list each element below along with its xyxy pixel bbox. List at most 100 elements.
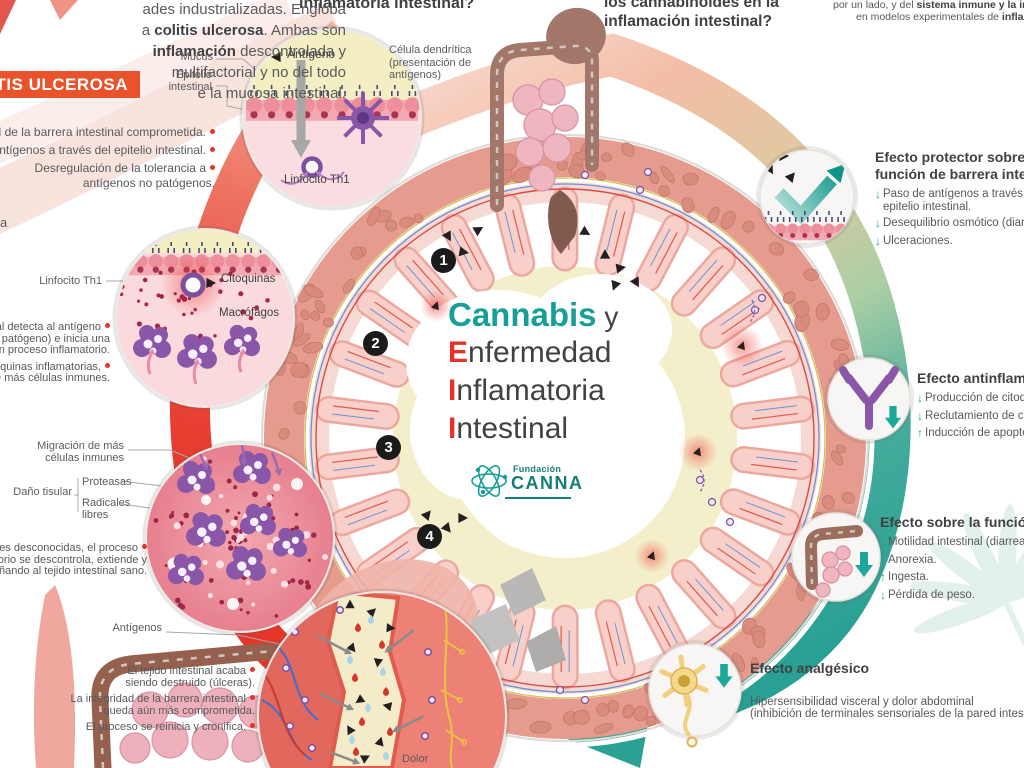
effect-item-text: Reclutamiento de células [925, 410, 1024, 423]
intestine-illustration-top-icon [490, 7, 606, 254]
title-line: Efecto analgésico [750, 660, 870, 676]
logo-fundacion-text: Fundación [513, 464, 562, 474]
title-line1: Cannabis y [448, 296, 618, 334]
arrow-down-icon: ↓ [750, 681, 756, 695]
effect-item: ↑Ingesta. [880, 571, 1024, 585]
bullet-line: un proceso inflamatorio. [0, 344, 110, 357]
text-line: en modelos experimentales de inflama [856, 11, 1024, 23]
effect-circle-gastro-icon [788, 509, 884, 605]
epitelio-label: Epitelio intestinal [169, 69, 212, 93]
effect-item-line: Paso de antígenos a través del [883, 188, 1024, 200]
dano-tisular-label: Daño tisular [13, 486, 72, 498]
title-line4: Intestinal [448, 410, 618, 448]
effect-gastrointestinal-title: Efecto sobre la función gastrointestinal [880, 514, 1024, 531]
bullet-text: El tejido intestinal acaba [127, 665, 246, 677]
pink-tissue-shape [33, 585, 76, 768]
title-i1-rest: nflamatoria [456, 374, 605, 407]
bullet-text: Desregulación de la tolerancia a [34, 161, 206, 175]
step-badge-1: 1 [431, 248, 456, 273]
effect-item-line: (inhibición de terminales sensoriales de… [750, 708, 1024, 720]
effect-item-line: Producción de citoquinas [925, 392, 1024, 404]
bullet-text: Entrada de antígenos a través del epitel… [0, 143, 206, 157]
arrow-down-icon: ↓ [880, 552, 886, 567]
text-line: a colitis ulcerosa. Ambas son [142, 20, 346, 41]
linfocito-th1-left-label: Linfocito Th1 [39, 275, 102, 287]
bullet-text: matorio se descontrola, extiende y [0, 553, 147, 566]
question-center: inflamatoria intestinal? [299, 0, 475, 12]
effect-item-text: Motilidad intestinal (diarrea). [888, 536, 1024, 549]
effect-circle-barrier-icon [756, 146, 858, 248]
bullet-line: Integridad de la barrera intestinal comp… [0, 125, 215, 140]
bullet-text: antígenos no patógenos. [82, 176, 215, 190]
bullet-line: te patógeno) e inicia una [0, 332, 110, 346]
arrow-down-icon: ↓ [875, 216, 881, 230]
title-line: Efecto sobre la función gastrointestinal [880, 514, 1024, 530]
text-segment: a [141, 22, 155, 39]
bullet-line: El proceso se reinicia y cronifica. [70, 721, 255, 734]
text-segment: por un lado, y del [833, 0, 917, 11]
effect-block-barrier: Efecto protector sobre lafunción de barr… [875, 149, 1024, 248]
effect-barrier-items: ↓Paso de antígenos a través delepitelio … [875, 188, 1024, 248]
bullet-line: El tejido intestinal acaba [70, 665, 255, 678]
effect-item: ↑Inducción de apoptosis [917, 427, 1024, 441]
effect-item: ↓Producción de citoquinas [917, 392, 1024, 406]
effect-item-line: Anorexia. [888, 553, 937, 566]
effect-item: ↓Reclutamiento de células [917, 408, 1024, 424]
title-i2-rest: ntestinal [456, 412, 569, 445]
bullet-text: El proceso se reinicia y cronifica. [85, 721, 246, 733]
title-i2-cap: I [448, 412, 457, 445]
colitis-ulcerosa-banner: LITIS ULCEROSA [0, 71, 140, 98]
question-right-line2: inflamación intestinal? [604, 13, 772, 30]
arrow-down-icon: ↓ [917, 408, 923, 423]
text-segment: en modelos experimentales de [856, 11, 1002, 23]
effect-item-line: Desequilibrio osmótico (diarrea). [883, 217, 1024, 229]
title-line: función de barrera intestinal [875, 166, 1024, 182]
text-segment: . Ambas son [263, 22, 346, 39]
radicales-libres-label: Radicales libres [82, 497, 130, 521]
title-y: y [596, 301, 619, 332]
text-line: multifactorial y no del todo [142, 62, 346, 83]
effect-item: ↓Motilidad intestinal (diarrea). [880, 536, 1024, 550]
effect-item-line: Motilidad intestinal (diarrea). [888, 536, 1024, 548]
effect-antiinflammatory-title: Efecto antinflamatorio [917, 370, 1024, 387]
bullet-line: Entrada de antígenos a través del epitel… [0, 143, 215, 158]
effect-circle-neuron-icon [645, 640, 745, 748]
title-line3: Inflamatoria [448, 372, 618, 410]
title-e-cap: E [448, 336, 469, 369]
bullet-text: te patógeno) e inicia una [0, 332, 110, 345]
bullet-text: un proceso inflamatorio. [0, 344, 110, 356]
bullet-text: Integridad de la barrera intestinal comp… [0, 125, 206, 139]
migracion-line2: células inmunes [45, 452, 124, 464]
bullet-line: antígenos no patógenos. [0, 176, 215, 191]
effect-item-text: Ulceraciones. [883, 235, 953, 248]
effect-item: ↓Ulceraciones. [875, 234, 1024, 249]
question-right: los cannabinoides en la inflamación inte… [604, 0, 779, 31]
bullet-line: queda aún más comprometida. [70, 704, 255, 718]
bullet-text: a dañando al tejido intestinal sano. [0, 565, 147, 577]
arrow-up-icon: ↑ [917, 426, 923, 440]
effect-antiinflammatory-items: ↓Producción de citoquinas↓Reclutamiento … [917, 392, 1024, 441]
arrow-down-icon: ↓ [917, 391, 923, 405]
bullet-text: queda aún más comprometida. [103, 704, 255, 717]
red-dot-icon [210, 147, 215, 152]
bullet-text: La integridad de la barrera intestinal [70, 693, 246, 705]
note-line2: en modelos experimentales de inflama [856, 11, 1024, 23]
text-segment: descontrolada y [235, 43, 346, 60]
arrow-down-icon: ↓ [880, 587, 886, 602]
effect-block-gastrointestinal: Efecto sobre la función gastrointestinal… [880, 514, 1024, 602]
effect-item: ↓Pérdida de peso. [880, 587, 1024, 603]
text-segment: inflama [1001, 11, 1024, 23]
effect-circle-antibody-icon [824, 354, 914, 444]
effect-block-antiinflammatory: Efecto antinflamatorio ↓Producción de ci… [917, 370, 1024, 441]
bullet-text: citoquinas inflamatorias, [0, 360, 101, 373]
title-line2: Enfermedad [448, 334, 618, 372]
celula-dendritica-label: Célula dendrítica (presentación de antíg… [389, 44, 472, 82]
text-line: inflamación descontrolada y [142, 41, 346, 62]
effect-item-line: Ulceraciones. [883, 234, 953, 247]
effect-item-text: Hipersensibilidad visceral y dolor abdom… [750, 696, 1024, 721]
step-badge-3: 3 [376, 435, 401, 460]
effect-item-text: Pérdida de peso. [888, 589, 975, 602]
title-line: Efecto antinflamatorio [917, 370, 1024, 386]
